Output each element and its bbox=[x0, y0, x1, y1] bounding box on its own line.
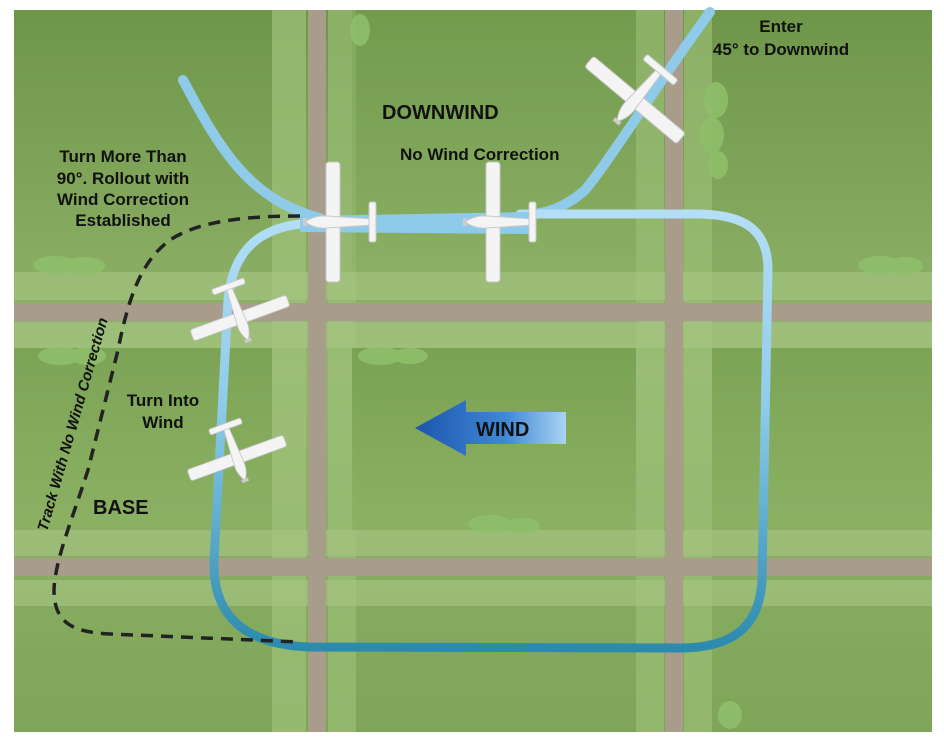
track-no-wind-correction bbox=[52, 214, 301, 644]
road-vertical-left bbox=[308, 10, 326, 732]
turn-into-label-line1: Turn Into bbox=[127, 391, 199, 410]
road-horizontal-lower bbox=[14, 558, 932, 576]
enter-label-line2: 45° to Downwind bbox=[713, 40, 849, 59]
approach-curve bbox=[178, 75, 325, 223]
enter-label-line1: Enter bbox=[759, 17, 803, 36]
road-vertical-right bbox=[665, 10, 683, 732]
road-horizontal-upper bbox=[14, 303, 932, 321]
traffic-pattern-loop bbox=[209, 209, 773, 653]
turn-into-label-line2: Wind bbox=[142, 413, 183, 432]
turn-more-label-line4: Established bbox=[75, 211, 170, 230]
tree-clusters bbox=[33, 14, 923, 729]
downwind-label: DOWNWIND bbox=[382, 102, 499, 124]
ground-map bbox=[14, 10, 932, 732]
no-wind-correction-label: No Wind Correction bbox=[400, 145, 559, 164]
base-label: BASE bbox=[93, 497, 149, 519]
turn-more-label-line1: Turn More Than bbox=[59, 147, 186, 166]
turn-more-label-line2: 90°. Rollout with bbox=[57, 169, 189, 188]
wind-label: WIND bbox=[476, 419, 529, 441]
turn-more-label-line3: Wind Correction bbox=[57, 190, 189, 209]
wind-arrow-icon bbox=[415, 400, 566, 456]
